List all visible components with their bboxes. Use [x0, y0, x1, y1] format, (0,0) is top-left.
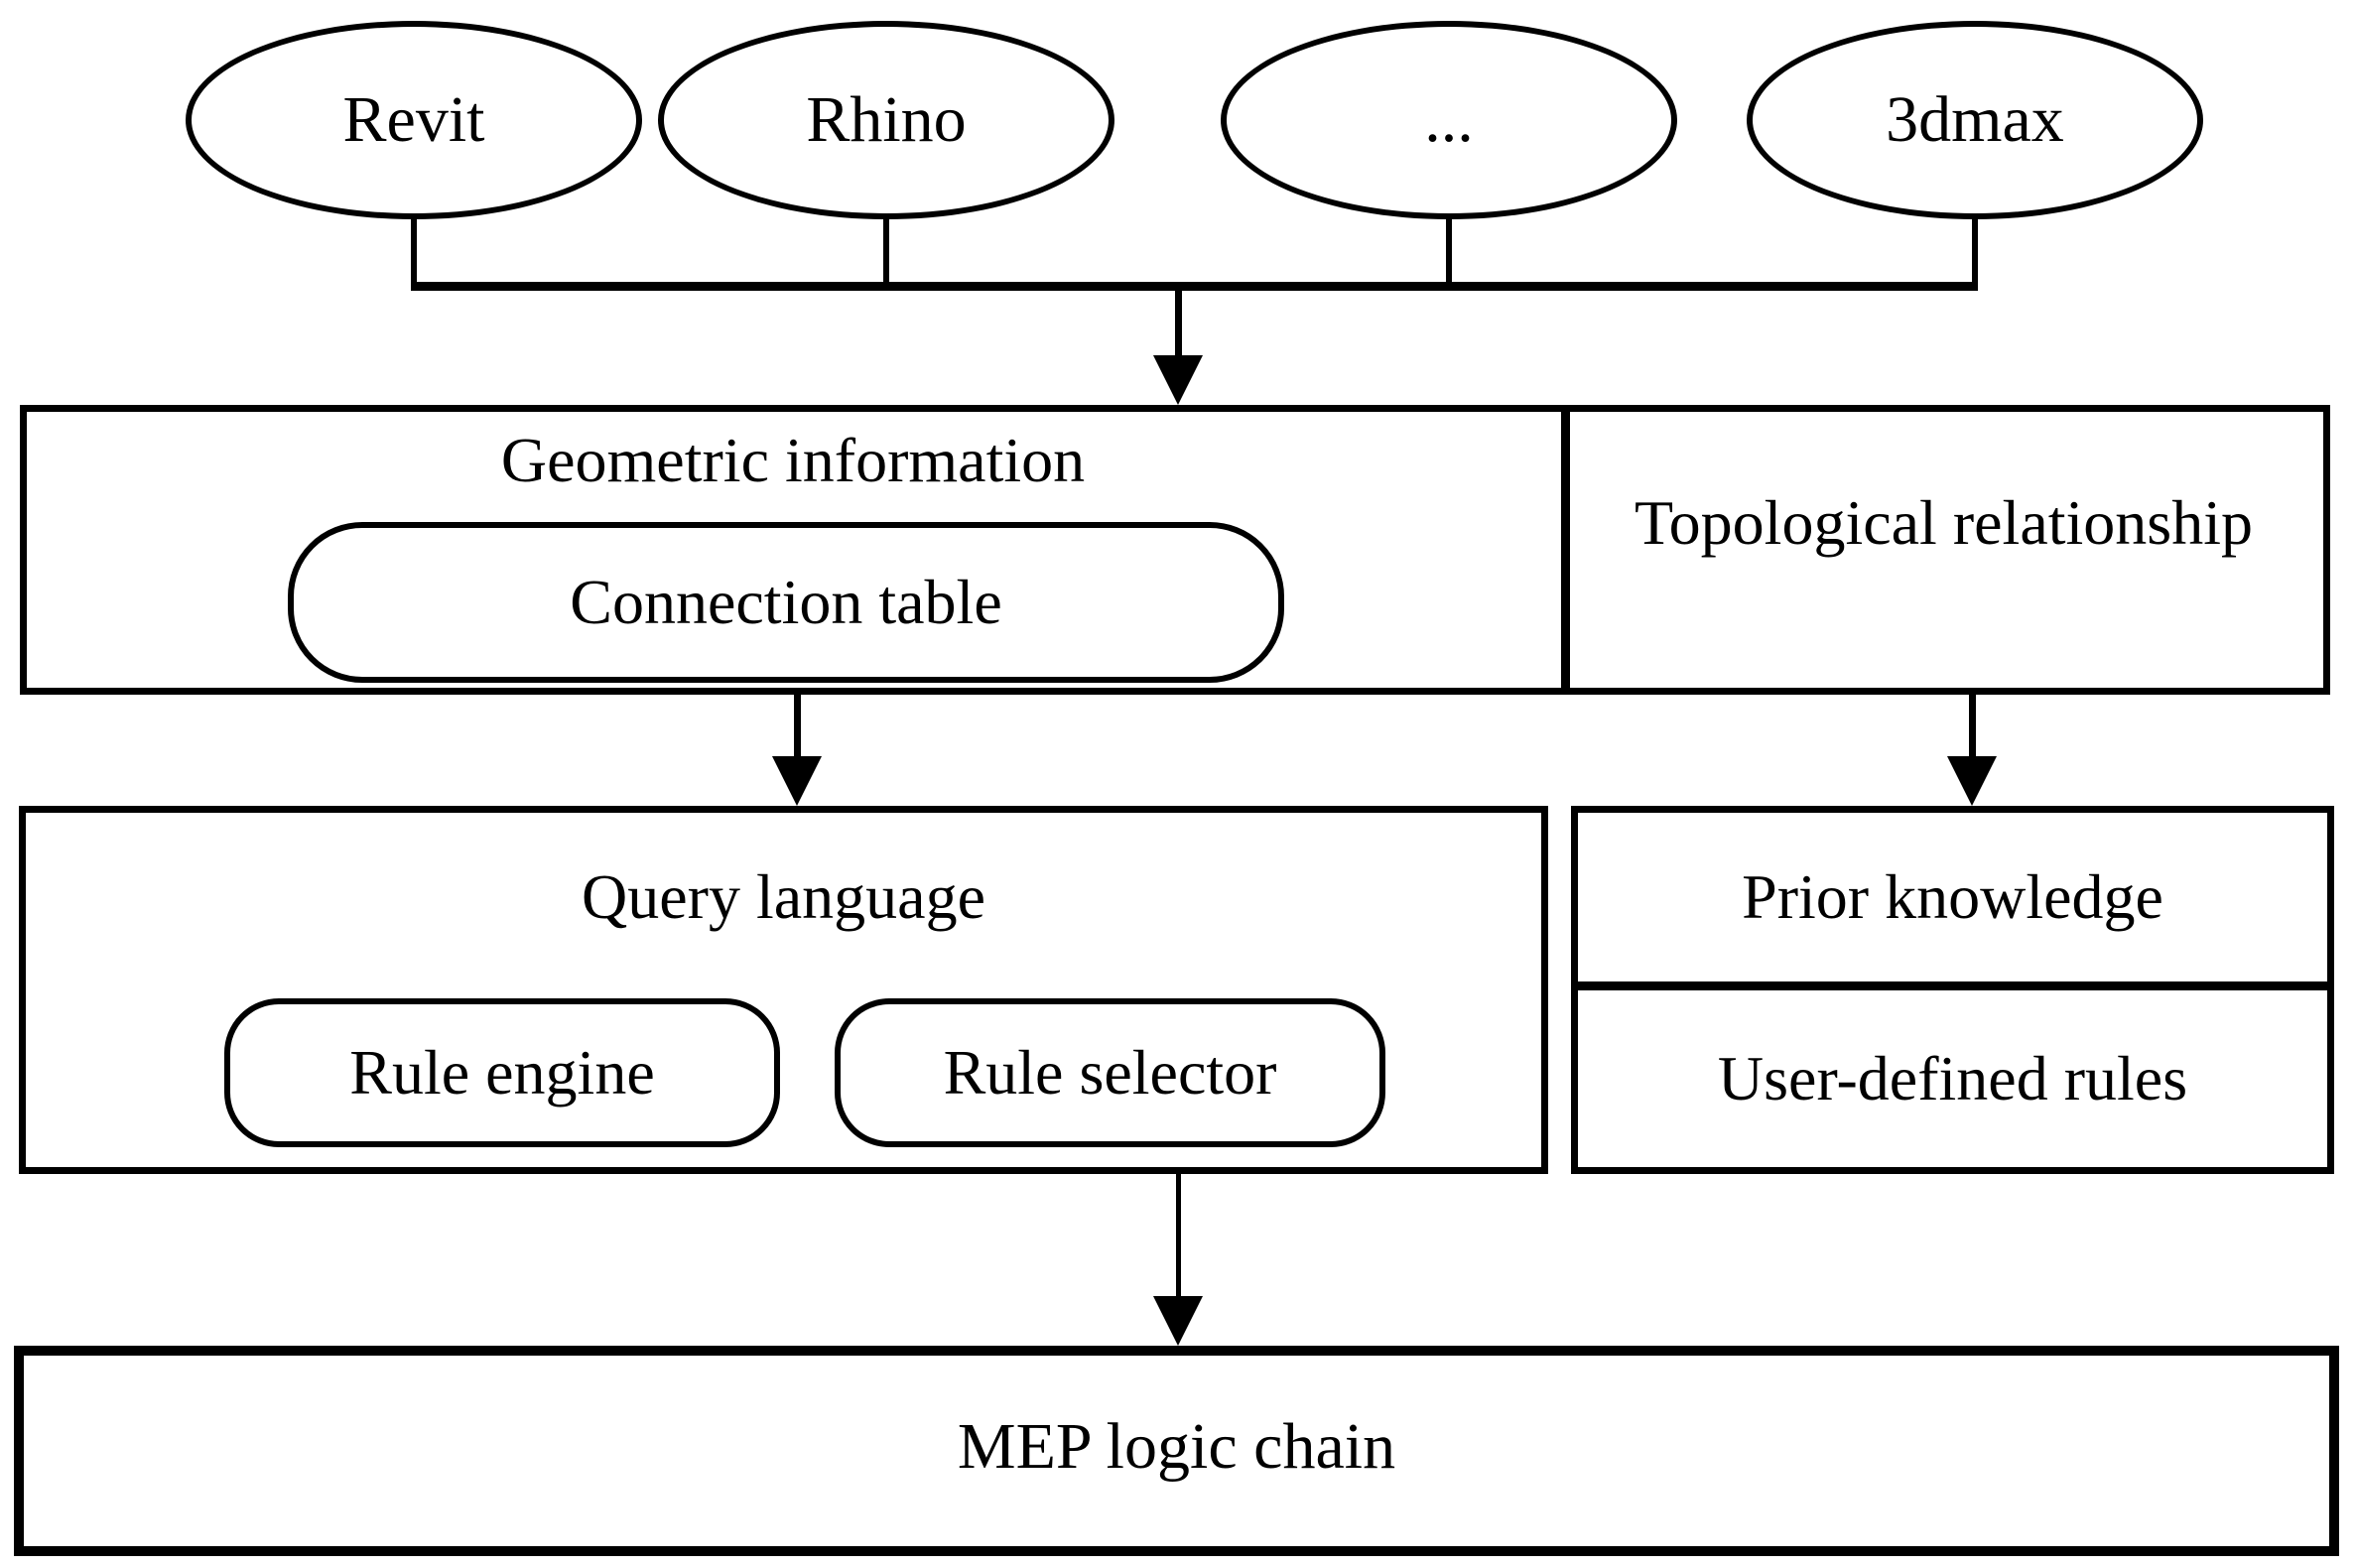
arrow-1-head-icon — [1153, 355, 1203, 405]
arrow-3-head-icon — [1947, 756, 1997, 806]
user-defined-rules-label: User-defined rules — [1717, 1043, 2188, 1113]
source-label-3dmax: 3dmax — [1886, 83, 2064, 156]
source-ellipse-3dmax: 3dmax — [1747, 21, 2203, 219]
topological-relationship-title: Topological relationship — [1635, 487, 2253, 558]
stem-3dmax — [1972, 216, 1978, 290]
arrow-2-head-icon — [772, 756, 822, 806]
bus-connector-line — [411, 282, 1978, 291]
geometric-information-title: Geometric information — [500, 425, 1086, 495]
query-language-box: Query language Rule engine Rule selector — [19, 806, 1548, 1174]
source-ellipse-ellipsis: ... — [1221, 21, 1677, 219]
stem-rhino — [883, 216, 889, 290]
source-label-ellipsis: ... — [1424, 83, 1474, 156]
query-language-title: Query language — [582, 861, 985, 932]
user-defined-rules-cell: User-defined rules — [1578, 990, 2327, 1167]
arrow-1-stem — [1175, 286, 1182, 359]
rule-engine-box: Rule engine — [224, 998, 780, 1147]
mep-logic-chain-label: MEP logic chain — [957, 1410, 1396, 1483]
connection-table-label: Connection table — [570, 567, 1002, 637]
rule-engine-label: Rule engine — [349, 1037, 655, 1108]
source-label-revit: Revit — [342, 83, 485, 156]
rule-selector-label: Rule selector — [943, 1037, 1277, 1108]
stem-revit — [411, 216, 417, 290]
mep-logic-chain-box: MEP logic chain — [14, 1346, 2339, 1556]
arrow-4-head-icon — [1153, 1296, 1203, 1346]
arrow-4-stem — [1176, 1174, 1181, 1300]
source-label-rhino: Rhino — [806, 83, 967, 156]
prior-knowledge-label: Prior knowledge — [1742, 861, 2163, 932]
connection-table-box: Connection table — [288, 522, 1284, 683]
source-ellipse-rhino: Rhino — [658, 21, 1114, 219]
knowledge-rules-divider — [1578, 981, 2327, 990]
rule-selector-box: Rule selector — [835, 998, 1385, 1147]
source-ellipse-revit: Revit — [186, 21, 642, 219]
row2-divider — [1561, 405, 1570, 695]
prior-knowledge-cell: Prior knowledge — [1578, 813, 2327, 981]
knowledge-rules-box: Prior knowledge User-defined rules — [1571, 806, 2334, 1174]
arrow-3-stem — [1969, 695, 1976, 762]
geometric-topological-box: Geometric information Connection table T… — [20, 405, 2330, 695]
stem-ellipsis — [1446, 216, 1452, 290]
arrow-2-stem — [794, 695, 801, 762]
